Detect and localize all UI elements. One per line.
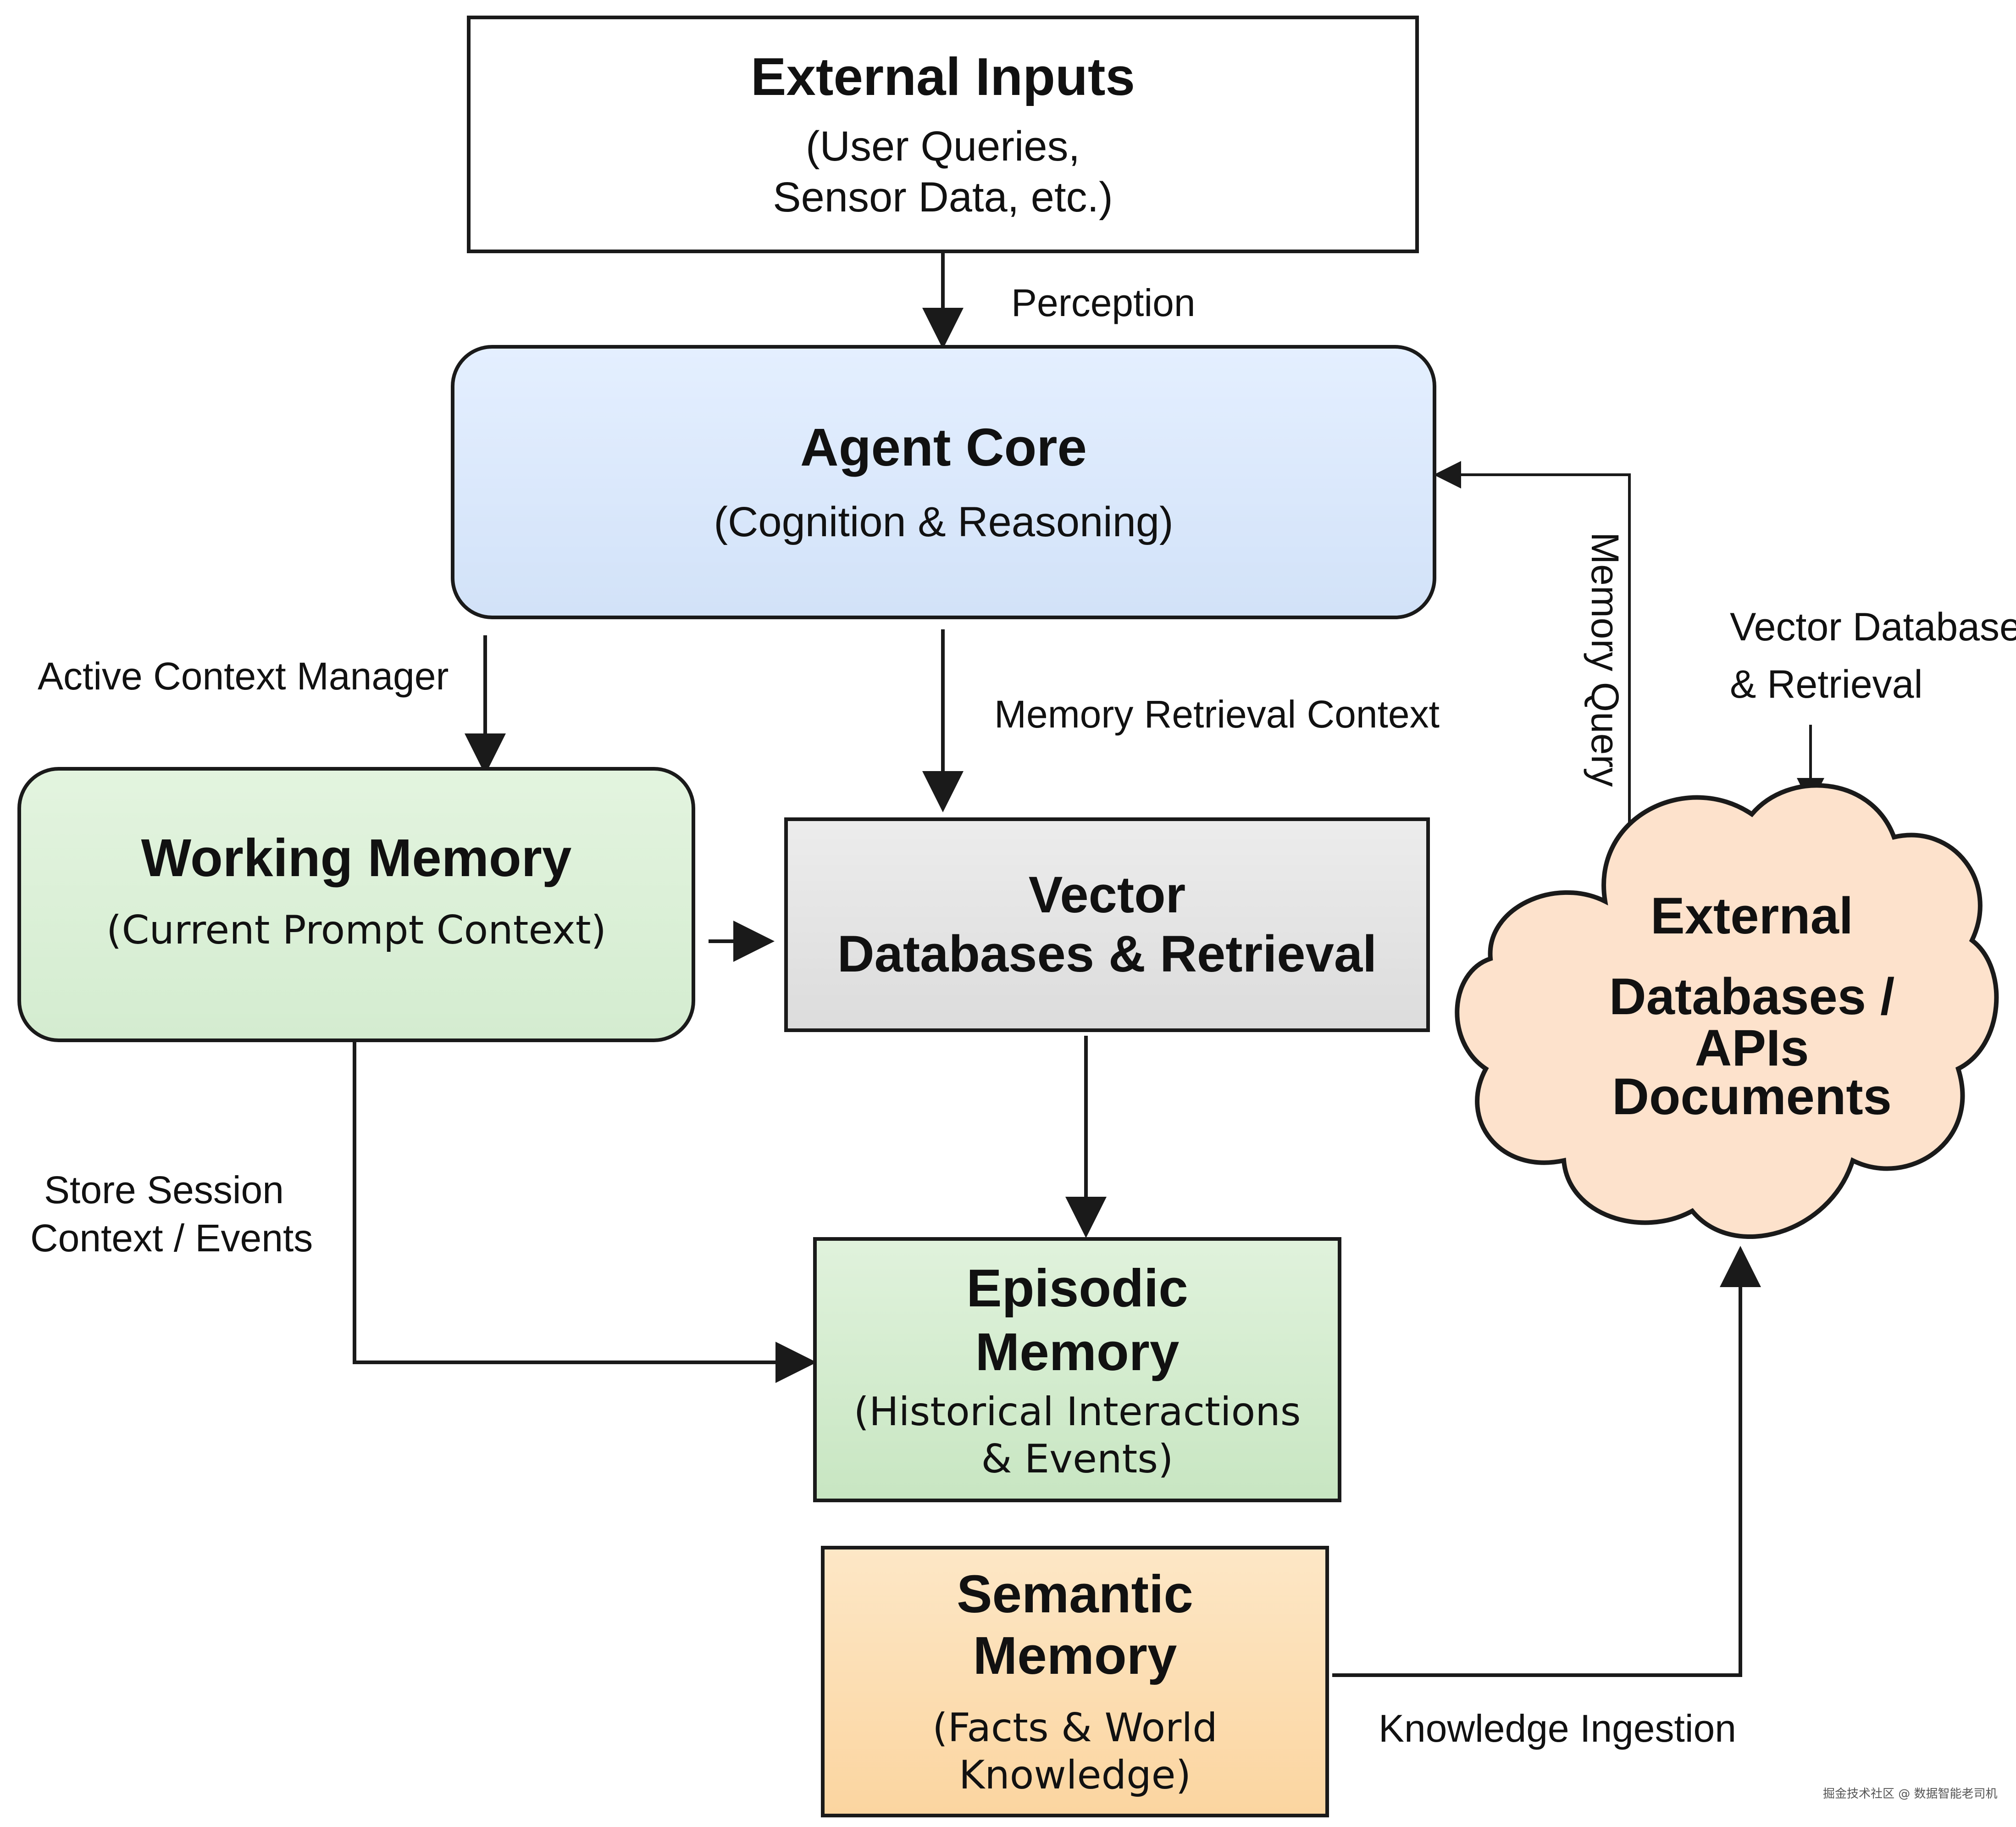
working-memory-node: Working Memory (Current Prompt Context)	[17, 767, 695, 1042]
semantic-memory-title-1: Semantic	[957, 1564, 1193, 1624]
label-store-session: Store Session Context / Events	[28, 1166, 313, 1262]
edge-store-session	[353, 1042, 817, 1383]
label-store-session-2: Context / Events	[30, 1216, 313, 1260]
external-db-line-2: Databases /	[1609, 968, 1895, 1026]
external-inputs-sub-1: (User Queries,	[805, 123, 1080, 170]
semantic-memory-sub-2: Knowledge)	[958, 1752, 1191, 1799]
working-memory-sub: (Current Prompt Context)	[106, 907, 607, 954]
agent-core-node: Agent Core (Cognition & Reasoning)	[451, 345, 1436, 619]
label-knowledge-ingestion: Knowledge Ingestion	[1379, 1707, 1736, 1750]
semantic-memory-title-2: Memory	[973, 1625, 1177, 1685]
episodic-memory-sub-1: (Historical Interactions	[853, 1389, 1301, 1435]
label-vector-db-retrieval-1: Vector Databases	[1730, 605, 2016, 649]
episodic-memory-title-1: Episodic	[966, 1258, 1188, 1318]
agent-core-sub: (Cognition & Reasoning)	[714, 498, 1174, 545]
episodic-memory-sub-2: & Events)	[981, 1436, 1174, 1483]
vector-db-title-1: Vector	[1028, 866, 1186, 924]
external-inputs-sub-2: Sensor Data, etc.)	[773, 173, 1113, 221]
external-db-cloud-shape	[1455, 783, 1999, 1239]
edge-knowledge-ingestion	[1332, 1246, 1761, 1677]
external-inputs-title: External Inputs	[751, 46, 1135, 106]
working-memory-title: Working Memory	[141, 827, 572, 888]
external-db-text: External Databases / APIs Documents	[1541, 885, 1963, 1122]
vector-db-node: Vector Databases & Retrieval	[784, 817, 1430, 1032]
semantic-memory-node: Semantic Memory (Facts & World Knowledge…	[821, 1546, 1329, 1817]
vector-db-title-2: Databases & Retrieval	[837, 925, 1377, 983]
semantic-memory-sub-1: (Facts & World	[932, 1705, 1218, 1751]
external-db-line-1: External	[1650, 887, 1853, 944]
external-inputs-node: External Inputs (User Queries, Sensor Da…	[467, 16, 1419, 253]
label-perception: Perception	[1011, 281, 1196, 324]
episodic-memory-title-2: Memory	[975, 1322, 1180, 1382]
label-store-session-1: Store Session	[44, 1168, 284, 1211]
label-memory-retrieval-context: Memory Retrieval Context	[994, 693, 1440, 736]
label-memory-query: Memory Query	[1584, 532, 1627, 787]
agent-core-title: Agent Core	[800, 417, 1087, 478]
external-db-line-4: Documents	[1612, 1068, 1892, 1126]
edge-memory-query	[1434, 461, 1631, 823]
label-vector-db-retrieval-2: & Retrieval	[1730, 662, 1923, 706]
episodic-memory-node: Episodic Memory (Historical Interactions…	[813, 1237, 1341, 1502]
watermark: 掘金技术社区 @ 数据智能老司机	[1823, 1787, 1998, 1801]
external-db-line-3: APIs	[1695, 1019, 1809, 1077]
label-vector-db-retrieval: Vector Databases & Retrieval	[1730, 599, 2016, 713]
label-active-context-manager: Active Context Manager	[38, 655, 449, 698]
